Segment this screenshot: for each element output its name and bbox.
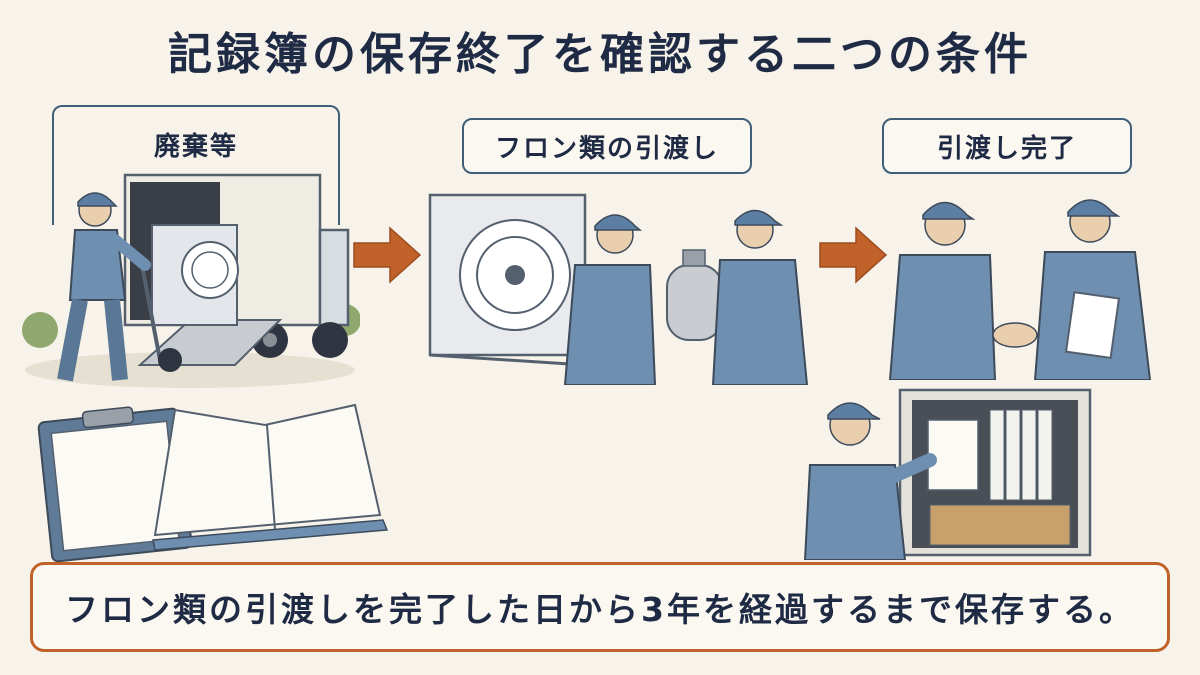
page-title: 記録簿の保存終了を確認する二つの条件 [168,29,1032,80]
record-storage-illustration [803,388,1092,560]
step2-label: フロン類の引渡し [462,118,752,174]
record-book-illustration [37,403,389,563]
conclusion-box: フロン類の引渡しを完了した日から3年を経過するまで保存する。 [30,562,1170,652]
step3-label: 引渡し完了 [882,118,1132,174]
disposal-truck-illustration [22,173,360,388]
step1-label: 廃棄等 [153,131,238,162]
arrow-right-icon [353,226,422,284]
refrigerant-handover-illustration [428,193,809,385]
handshake-illustration [888,199,1152,380]
arrow-right-icon [819,226,888,284]
step1-bracket [52,105,340,225]
